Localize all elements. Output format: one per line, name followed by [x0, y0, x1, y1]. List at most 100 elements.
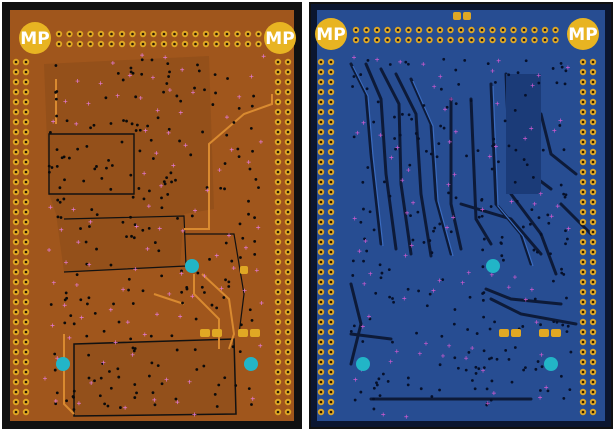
via — [232, 121, 236, 124]
via — [422, 104, 426, 107]
via — [425, 149, 428, 153]
logo-mp-right: MP — [264, 22, 296, 54]
via — [162, 180, 166, 184]
via — [253, 216, 256, 220]
via — [535, 250, 539, 254]
silk-mark — [243, 245, 248, 250]
via — [53, 368, 57, 372]
via — [130, 234, 133, 238]
silk-mark — [404, 210, 409, 215]
via — [351, 259, 355, 263]
via — [480, 214, 484, 218]
via — [565, 237, 569, 241]
silk-mark — [63, 99, 68, 104]
mounting-hole — [185, 259, 199, 273]
via — [368, 210, 372, 214]
via — [193, 86, 196, 90]
via — [193, 348, 197, 352]
via — [359, 390, 363, 394]
via — [194, 317, 198, 321]
silk-mark — [532, 201, 537, 206]
via — [72, 395, 76, 399]
via — [213, 393, 217, 396]
via — [227, 285, 231, 288]
mounting-hole — [56, 357, 70, 371]
silk-mark — [466, 270, 471, 275]
via — [189, 153, 193, 157]
silk-mark — [261, 54, 266, 59]
silk-mark — [146, 204, 151, 209]
via — [562, 148, 566, 152]
via — [149, 138, 153, 142]
via — [133, 347, 137, 350]
via — [359, 220, 363, 224]
via — [381, 372, 385, 376]
via — [438, 222, 442, 226]
via — [129, 70, 133, 74]
silk-mark — [464, 356, 469, 361]
silk-mark — [366, 314, 371, 319]
via — [530, 208, 534, 212]
plane-outline-2 — [63, 215, 187, 273]
via — [131, 71, 135, 75]
silk-mark — [512, 275, 517, 280]
silk-mark — [256, 225, 261, 230]
via — [435, 155, 439, 159]
silk-mark — [431, 288, 436, 293]
via — [56, 215, 60, 219]
via — [85, 334, 89, 338]
via — [513, 346, 517, 349]
via — [119, 406, 122, 409]
via — [539, 323, 542, 327]
pcb-board-top-layer: MP MP — [2, 2, 302, 429]
via — [372, 407, 376, 411]
via — [531, 176, 535, 179]
via — [58, 186, 62, 190]
via — [160, 196, 163, 200]
via — [489, 398, 493, 402]
silk-mark — [352, 55, 357, 60]
silk-mark — [565, 65, 570, 70]
via — [492, 137, 496, 141]
via — [407, 113, 411, 117]
silk-mark — [180, 228, 185, 233]
via — [439, 87, 443, 91]
via — [507, 144, 511, 148]
silk-mark — [480, 207, 485, 212]
via — [234, 384, 238, 387]
via — [447, 191, 450, 195]
logo-mp-left: MP — [315, 18, 347, 50]
silk-mark — [529, 287, 534, 292]
via — [241, 236, 245, 240]
via — [485, 387, 489, 391]
via — [166, 193, 170, 196]
via — [394, 147, 397, 151]
via — [477, 215, 481, 219]
silk-mark — [193, 208, 198, 213]
via — [151, 157, 155, 160]
via — [170, 180, 173, 184]
via — [417, 289, 420, 293]
via — [127, 277, 131, 281]
via — [406, 376, 410, 380]
silk-mark — [163, 55, 168, 60]
via — [374, 291, 378, 295]
silk-mark — [179, 271, 184, 276]
via — [555, 81, 559, 85]
via — [167, 75, 171, 78]
silk-mark — [55, 356, 60, 361]
via — [131, 195, 135, 199]
via — [563, 82, 567, 86]
via — [222, 296, 226, 299]
via — [474, 365, 478, 369]
via — [170, 334, 174, 338]
via — [59, 216, 63, 219]
via — [565, 330, 569, 334]
via-field — [349, 57, 573, 411]
via — [469, 99, 473, 102]
via — [160, 206, 164, 210]
silk-mark — [48, 205, 53, 210]
silk-mark — [53, 398, 58, 403]
via — [474, 372, 478, 375]
via — [137, 187, 141, 190]
